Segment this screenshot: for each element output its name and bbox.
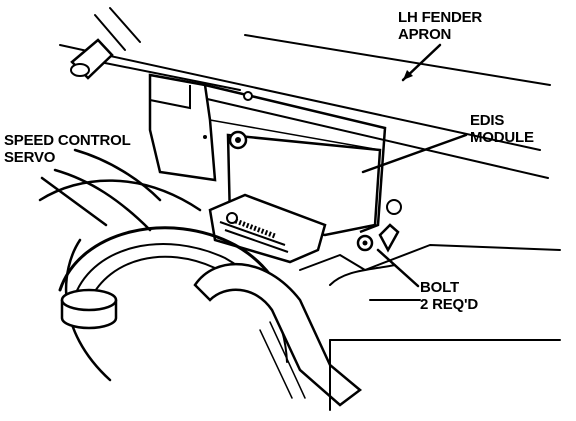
fender-apron-label: LH FENDER APRON bbox=[398, 9, 482, 43]
mounting-bracket bbox=[148, 73, 387, 234]
inner-fender-structure bbox=[299, 244, 561, 411]
speed-control-servo-label: SPEED CONTROL SERVO bbox=[4, 132, 131, 166]
bolt-label-line-1: BOLT bbox=[420, 279, 459, 296]
bolt-pair bbox=[356, 223, 400, 253]
speed-control-servo-label-line-1: SPEED CONTROL bbox=[4, 132, 131, 149]
fender-apron-label-line-1: LH FENDER bbox=[398, 9, 483, 26]
reservoir-cap bbox=[60, 288, 118, 330]
edis-module-label-line-1: EDIS bbox=[470, 112, 505, 129]
speed-control-servo bbox=[38, 148, 202, 232]
edis-module-label: EDIS MODULE bbox=[470, 112, 534, 146]
fender-apron-arrowhead bbox=[403, 70, 413, 80]
module-connector bbox=[208, 193, 327, 264]
speed-control-leader bbox=[40, 176, 108, 227]
bolt-label: BOLT 2 REQ'D bbox=[420, 279, 478, 313]
bolt-leader bbox=[376, 248, 420, 288]
edis-module-leader bbox=[361, 133, 468, 174]
lower-hose bbox=[193, 262, 363, 407]
edis-module-label-line-2: MODULE bbox=[470, 129, 534, 146]
bolt-label-line-2: 2 REQ'D bbox=[420, 296, 479, 313]
upper-hose bbox=[70, 7, 141, 80]
fender-apron-label-line-2: APRON bbox=[398, 26, 452, 43]
speed-control-servo-label-line-2: SERVO bbox=[4, 149, 56, 166]
leader-lines bbox=[40, 43, 468, 288]
fender-apron-outline bbox=[59, 34, 551, 179]
